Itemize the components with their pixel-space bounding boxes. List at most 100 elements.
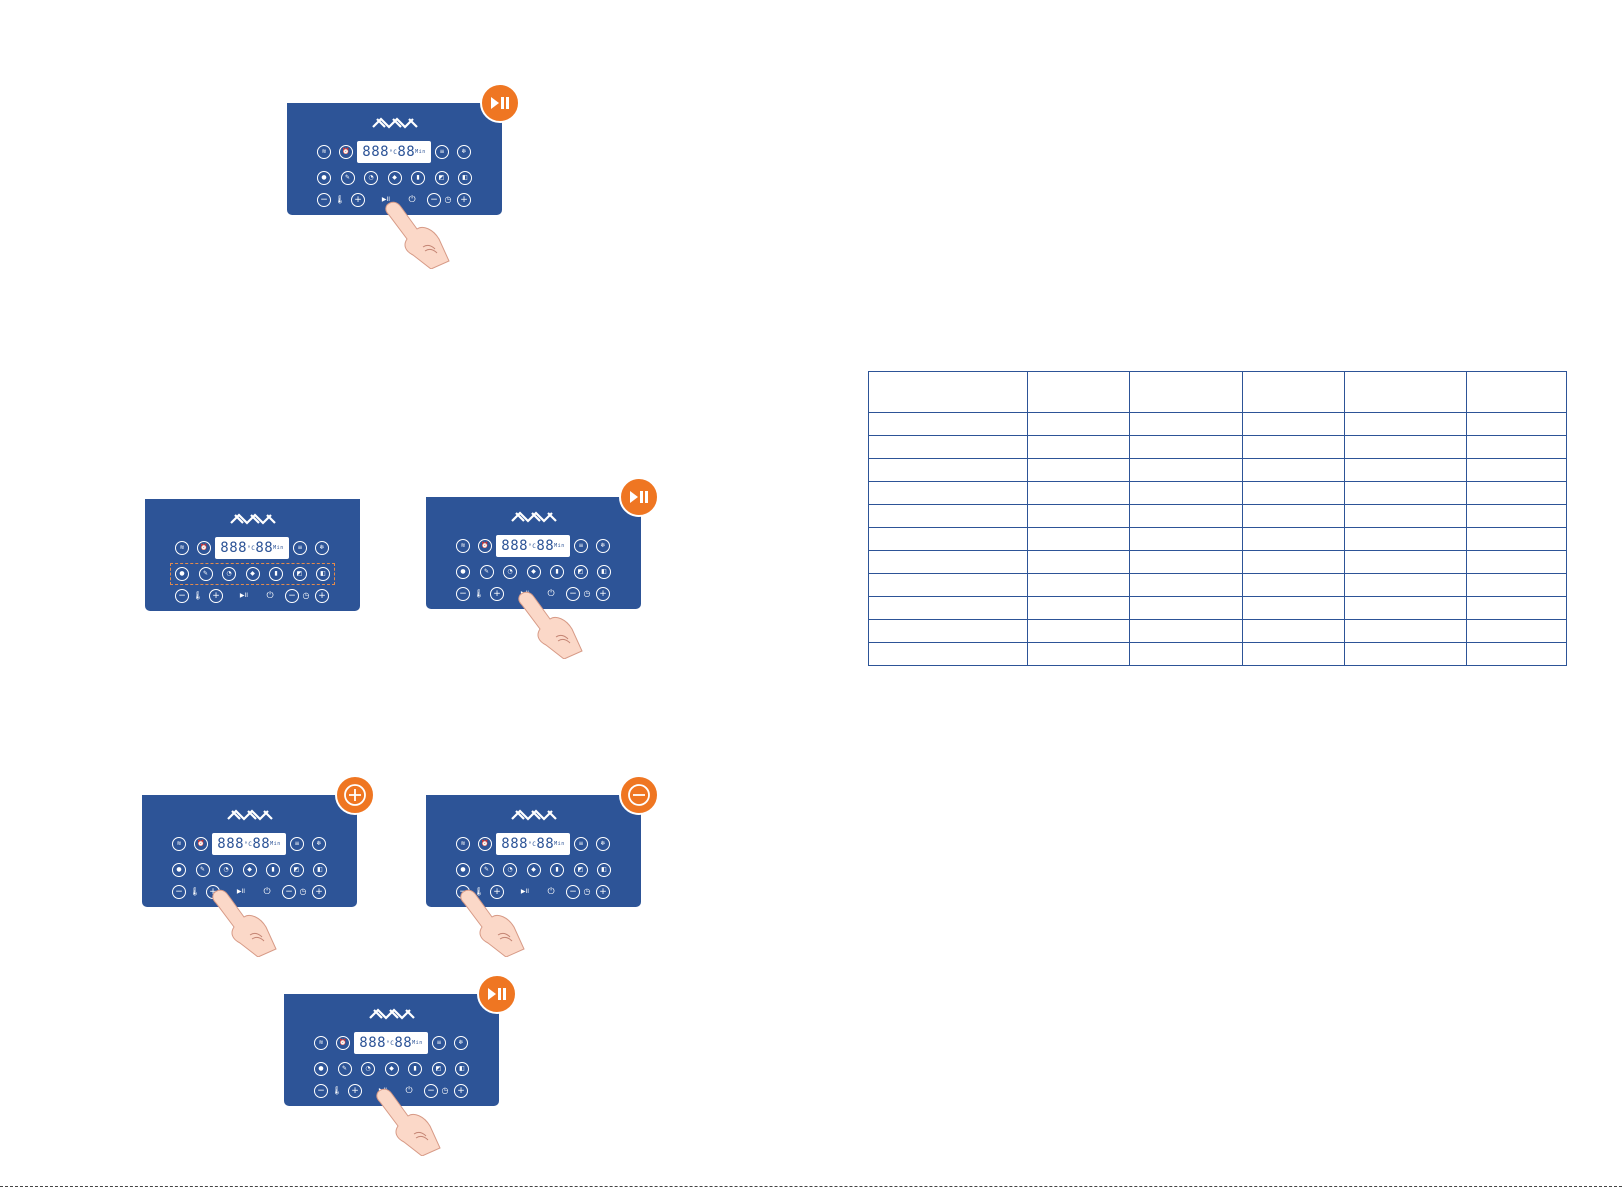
cake-icon[interactable]: ▮: [550, 863, 564, 877]
drumstick-icon[interactable]: ✎: [479, 863, 494, 877]
thermometer-icon[interactable]: 🌡: [473, 887, 485, 896]
shrimp-icon[interactable]: ◔: [361, 1062, 375, 1076]
start-pause-icon[interactable]: ▶II: [381, 196, 391, 203]
toast-icon[interactable]: ◧: [597, 863, 611, 877]
defrost-icon[interactable]: ❄: [596, 837, 610, 851]
minus-icon[interactable]: −: [175, 589, 189, 603]
plus-icon[interactable]: +: [596, 885, 610, 899]
thermometer-icon[interactable]: 🌡: [331, 1086, 343, 1095]
alarm-icon[interactable]: ⏰: [478, 539, 492, 553]
plus-icon[interactable]: +: [454, 1084, 468, 1098]
clock-icon[interactable]: ◷: [444, 195, 452, 204]
keep-warm-icon[interactable]: ≡: [290, 837, 304, 851]
thermometer-icon[interactable]: 🌡: [473, 589, 485, 598]
alarm-icon[interactable]: ⏰: [194, 837, 208, 851]
toast-icon[interactable]: ◧: [455, 1062, 469, 1076]
start-pause-icon[interactable]: ▶II: [236, 888, 246, 895]
steak-icon[interactable]: ●: [314, 1062, 328, 1076]
plus-icon[interactable]: +: [457, 193, 471, 207]
steak-icon[interactable]: ●: [175, 567, 189, 581]
plus-icon[interactable]: +: [209, 589, 223, 603]
keep-warm-icon[interactable]: ≡: [574, 837, 588, 851]
alarm-icon[interactable]: ⏰: [197, 541, 211, 555]
defrost-icon[interactable]: ❄: [312, 837, 326, 851]
defrost-icon[interactable]: ❄: [315, 541, 329, 555]
clock-icon[interactable]: ◷: [302, 591, 310, 600]
keep-warm-icon[interactable]: ≡: [293, 541, 307, 555]
power-icon[interactable]: ⏻: [547, 886, 555, 897]
shrimp-icon[interactable]: ◔: [364, 171, 378, 185]
shrimp-icon[interactable]: ◔: [503, 863, 517, 877]
minus-icon[interactable]: −: [424, 1084, 438, 1098]
power-icon[interactable]: ⏻: [408, 194, 416, 205]
alarm-icon[interactable]: ⏰: [478, 837, 492, 851]
fish-icon[interactable]: ◆: [387, 171, 402, 185]
toast-icon[interactable]: ◧: [313, 863, 327, 877]
keep-warm-icon[interactable]: ≡: [432, 1036, 446, 1050]
plus-icon[interactable]: +: [490, 587, 504, 601]
start-pause-icon[interactable]: ▶II: [239, 592, 249, 599]
defrost-icon[interactable]: ❄: [596, 539, 610, 553]
power-icon[interactable]: ⏻: [263, 886, 271, 897]
minus-icon[interactable]: −: [282, 885, 296, 899]
minus-icon[interactable]: −: [172, 885, 186, 899]
cake-icon[interactable]: ▮: [411, 171, 425, 185]
pre-heat-icon[interactable]: ≋: [314, 1036, 328, 1050]
cake-icon[interactable]: ▮: [550, 565, 564, 579]
power-icon[interactable]: ⏻: [266, 590, 274, 601]
toast-icon[interactable]: ◧: [316, 567, 330, 581]
plus-icon[interactable]: +: [596, 587, 610, 601]
cake-icon[interactable]: ▮: [269, 567, 283, 581]
minus-icon[interactable]: −: [427, 193, 441, 207]
steak-icon[interactable]: ●: [456, 565, 470, 579]
keep-warm-icon[interactable]: ≡: [574, 539, 588, 553]
fish-icon[interactable]: ◆: [245, 567, 260, 581]
steak-icon[interactable]: ●: [456, 863, 470, 877]
drumstick-icon[interactable]: ✎: [340, 171, 355, 185]
vegetable-icon[interactable]: ◩: [573, 863, 588, 877]
keep-warm-icon[interactable]: ≡: [435, 145, 449, 159]
cake-icon[interactable]: ▮: [408, 1062, 422, 1076]
defrost-icon[interactable]: ❄: [457, 145, 471, 159]
fish-icon[interactable]: ◆: [384, 1062, 399, 1076]
shrimp-icon[interactable]: ◔: [222, 567, 236, 581]
plus-icon[interactable]: +: [490, 885, 504, 899]
toast-icon[interactable]: ◧: [597, 565, 611, 579]
drumstick-icon[interactable]: ✎: [337, 1062, 352, 1076]
clock-icon[interactable]: ◷: [441, 1086, 449, 1095]
pre-heat-icon[interactable]: ≋: [317, 145, 331, 159]
vegetable-icon[interactable]: ◩: [573, 565, 588, 579]
power-icon[interactable]: ⏻: [547, 588, 555, 599]
thermometer-icon[interactable]: 🌡: [189, 887, 201, 896]
shrimp-icon[interactable]: ◔: [219, 863, 233, 877]
pre-heat-icon[interactable]: ≋: [175, 541, 189, 555]
toast-icon[interactable]: ◧: [458, 171, 472, 185]
vegetable-icon[interactable]: ◩: [292, 567, 307, 581]
steak-icon[interactable]: ●: [317, 171, 331, 185]
shrimp-icon[interactable]: ◔: [503, 565, 517, 579]
vegetable-icon[interactable]: ◩: [431, 1062, 446, 1076]
pre-heat-icon[interactable]: ≋: [172, 837, 186, 851]
defrost-icon[interactable]: ❄: [454, 1036, 468, 1050]
minus-icon[interactable]: −: [566, 587, 580, 601]
vegetable-icon[interactable]: ◩: [289, 863, 304, 877]
pre-heat-icon[interactable]: ≋: [456, 539, 470, 553]
thermometer-icon[interactable]: 🌡: [192, 591, 204, 600]
clock-icon[interactable]: ◷: [583, 887, 591, 896]
cake-icon[interactable]: ▮: [266, 863, 280, 877]
plus-icon[interactable]: +: [315, 589, 329, 603]
vegetable-icon[interactable]: ◩: [434, 171, 449, 185]
minus-icon[interactable]: −: [317, 193, 331, 207]
pre-heat-icon[interactable]: ≋: [456, 837, 470, 851]
fish-icon[interactable]: ◆: [526, 565, 541, 579]
drumstick-icon[interactable]: ✎: [198, 567, 213, 581]
minus-icon[interactable]: −: [285, 589, 299, 603]
minus-icon[interactable]: −: [566, 885, 580, 899]
thermometer-icon[interactable]: 🌡: [334, 195, 346, 204]
plus-icon[interactable]: +: [348, 1084, 362, 1098]
minus-icon[interactable]: −: [314, 1084, 328, 1098]
steak-icon[interactable]: ●: [172, 863, 186, 877]
drumstick-icon[interactable]: ✎: [195, 863, 210, 877]
power-icon[interactable]: ⏻: [405, 1085, 413, 1096]
drumstick-icon[interactable]: ✎: [479, 565, 494, 579]
